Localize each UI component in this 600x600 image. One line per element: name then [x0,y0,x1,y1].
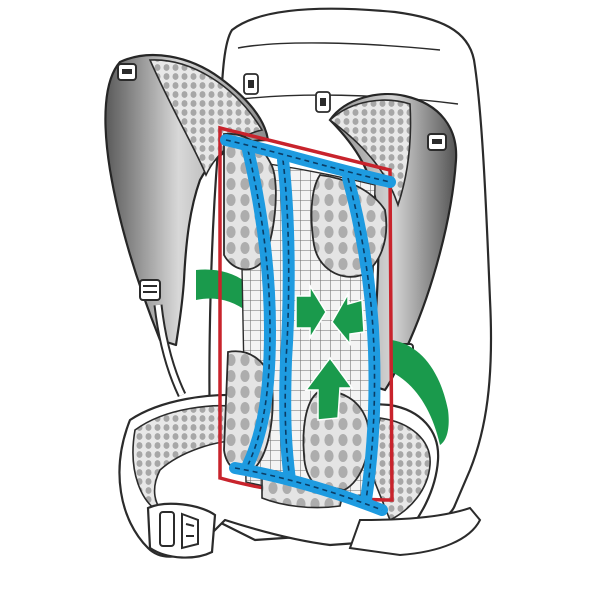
compression-strap-right [348,506,482,557]
airflow-arrow-right-side [392,340,449,445]
strap-buckle-right-top [427,133,447,151]
airflow-arrow-left-side [196,269,248,312]
hip-belt-pad-left [132,405,246,516]
strap-buckle-left-top [117,63,137,81]
lid-seam [231,42,459,105]
top-buckle-mid [315,91,331,113]
frame-bar-center [277,154,296,486]
hip-belt-pad-right [369,417,431,522]
airflow-arrow-upward [304,356,354,421]
aluminium-frame [220,134,396,516]
strap-buckle-left-bottom [139,279,161,301]
airflow-arrow-inward-right [331,291,365,347]
top-buckle-left [243,73,259,95]
airflow-arrow-inward-left [295,283,327,341]
hip-buckle [146,502,217,559]
